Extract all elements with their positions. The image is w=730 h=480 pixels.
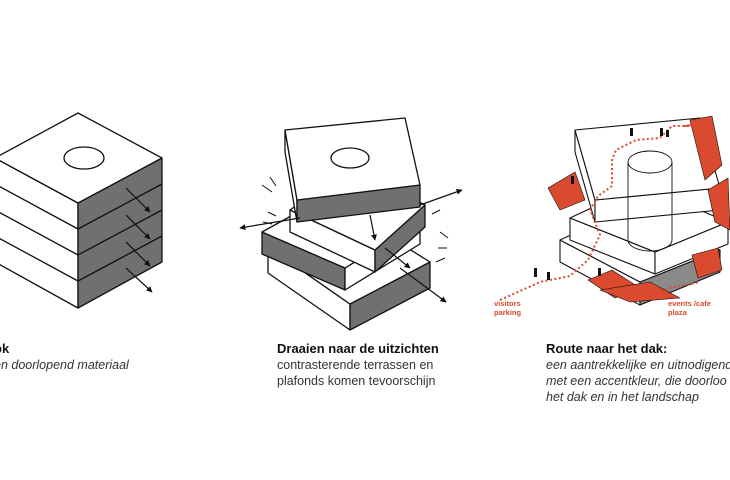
caption-line: en doorlopend materiaal — [0, 358, 129, 372]
caption-line: met een accentkleur, die doorloo — [546, 374, 727, 388]
caption-line: plafonds komen tevoorschijn — [277, 374, 436, 388]
caption-block-3: Route naar het dak: een aantrekkelijke e… — [546, 341, 730, 405]
caption-line: een aantrekkelijke en uitnodigend — [546, 358, 730, 372]
caption-block-2: Draaien naar de uitzichten contrasterend… — [277, 341, 477, 389]
caption-title: Draaien naar de uitzichten — [277, 341, 439, 356]
floor-lines — [0, 183, 163, 282]
slab-top — [284, 117, 421, 223]
rotated-slabs-diagram — [239, 117, 463, 331]
route-arrow-end — [683, 120, 702, 130]
route-path — [499, 125, 701, 301]
caption-line: contrasterende terrassen en — [277, 358, 434, 372]
glass-core — [627, 150, 673, 252]
parking-label: parking — [494, 308, 522, 317]
people-figures — [534, 128, 669, 280]
caption-title: Route naar het dak: — [546, 341, 668, 356]
plaza-label: plaza — [668, 308, 688, 317]
caption-block-1: ok en doorlopend materiaal — [0, 341, 184, 373]
caption-line: het dak en in het landschap — [546, 390, 699, 404]
motion-ticks — [261, 176, 449, 263]
visitors-label: visitors — [494, 299, 521, 308]
view-arrows — [239, 188, 463, 303]
accent-ribbons — [547, 115, 730, 303]
stacked-block-diagram — [0, 112, 163, 309]
caption-title: ok — [0, 341, 10, 356]
events-cafe-text: events /cafe — [668, 299, 711, 308]
view-arrows — [125, 187, 153, 293]
roof-opening — [330, 147, 370, 169]
visitors-parking-label: visitors parking — [494, 299, 522, 317]
roof-route-diagram: visitors parking events /cafe plaza — [494, 115, 730, 317]
events-cafe-label: events /cafe plaza — [668, 299, 711, 317]
roof-opening — [63, 146, 105, 170]
